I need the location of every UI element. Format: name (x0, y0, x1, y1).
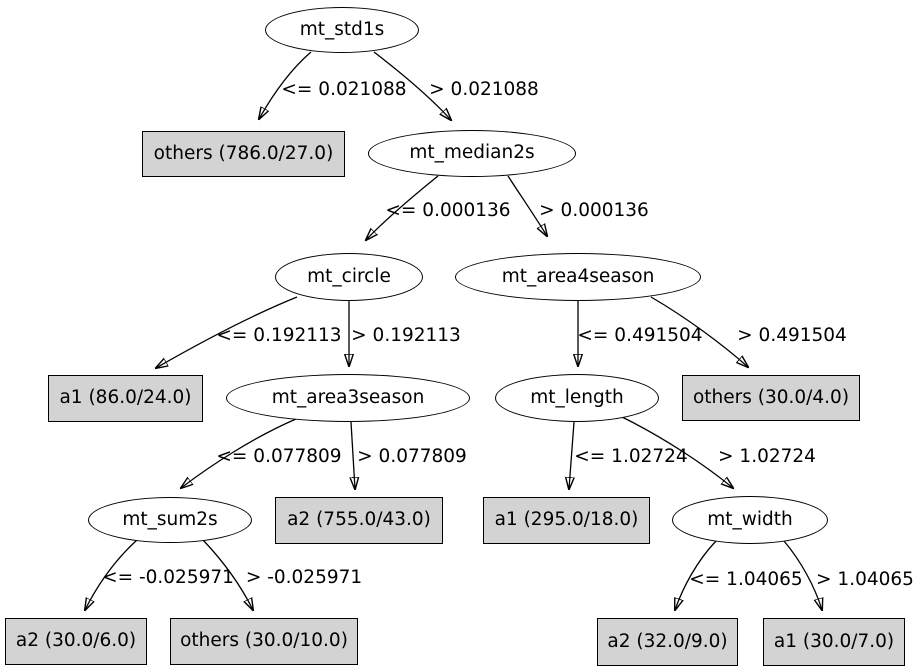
edge-mt-sum2s-to-others30-10 (202, 539, 253, 610)
decision-node-mt-sum2s: mt_sum2s (88, 497, 252, 543)
edge-label-area4season-gt: > 0.491504 (737, 324, 847, 346)
edge-label-area3season-gt: > 0.077809 (357, 445, 467, 467)
edge-label-area4season-le: <= 0.491504 (577, 324, 703, 346)
edge-label-circle-le: <= 0.192113 (216, 324, 342, 346)
edge-label-std1s-le: <= 0.021088 (281, 78, 407, 100)
leaf-node-a1-86-24: a1 (86.0/24.0) (48, 375, 203, 422)
edge-mt-area3season-to-a2-755 (351, 421, 355, 489)
edge-label-area3season-le: <= 0.077809 (216, 445, 342, 467)
edge-mt-median2s-to-mt-circle (366, 175, 439, 240)
edge-label-std1s-gt: > 0.021088 (429, 78, 539, 100)
decision-node-mt-area3season: mt_area3season (226, 374, 470, 422)
edge-mt-median2s-to-mt-area4season (507, 175, 547, 236)
leaf-node-a2-32-9: a2 (32.0/9.0) (597, 618, 738, 666)
edge-mt-std1s-to-mt-median2s (373, 51, 451, 120)
edge-label-sum2s-gt: > -0.025971 (245, 566, 363, 588)
edge-mt-length-to-mt-width (621, 416, 733, 488)
edge-mt-area4season-to-others30-4 (650, 296, 748, 367)
edge-mt-area3season-to-mt-sum2s (181, 418, 297, 488)
decision-node-mt-circle: mt_circle (275, 253, 423, 301)
leaf-node-a1-30-7: a1 (30.0/7.0) (763, 618, 905, 666)
edge-label-circle-gt: > 0.192113 (351, 324, 461, 346)
leaf-node-a2-755-43: a2 (755.0/43.0) (275, 497, 443, 544)
decision-node-mt-area4season: mt_area4season (455, 253, 701, 301)
decision-node-mt-median2s: mt_median2s (368, 130, 576, 177)
edge-label-width-gt: > 1.04065 (816, 568, 914, 590)
edge-label-sum2s-le: <= -0.025971 (102, 566, 234, 588)
leaf-node-others-30-4: others (30.0/4.0) (682, 375, 860, 421)
edge-mt-sum2s-to-a2-30-6 (85, 539, 138, 610)
edge-label-width-le: <= 1.04065 (689, 568, 803, 590)
leaf-node-others-786-27: others (786.0/27.0) (142, 131, 345, 177)
decision-node-mt-std1s: mt_std1s (265, 7, 419, 53)
edge-mt-circle-to-a1-86 (156, 296, 298, 368)
decision-node-mt-length: mt_length (495, 374, 659, 422)
leaf-node-a1-295-18: a1 (295.0/18.0) (483, 497, 650, 544)
edge-label-median2s-le: <= 0.000136 (385, 199, 511, 221)
leaf-node-others-30-10: others (30.0/10.0) (170, 618, 358, 665)
edge-mt-length-to-a1-295 (569, 421, 574, 489)
decision-node-mt-width: mt_width (672, 496, 828, 544)
edge-label-length-le: <= 1.02724 (574, 445, 688, 467)
edge-mt-width-to-a1-30-7 (783, 540, 822, 610)
leaf-node-a2-30-6: a2 (30.0/6.0) (5, 618, 147, 665)
edge-label-median2s-gt: > 0.000136 (539, 199, 649, 221)
edge-mt-width-to-a2-32-9 (675, 540, 717, 610)
edge-label-length-gt: > 1.02724 (718, 445, 816, 467)
edge-mt-std1s-to-others786 (259, 51, 312, 119)
